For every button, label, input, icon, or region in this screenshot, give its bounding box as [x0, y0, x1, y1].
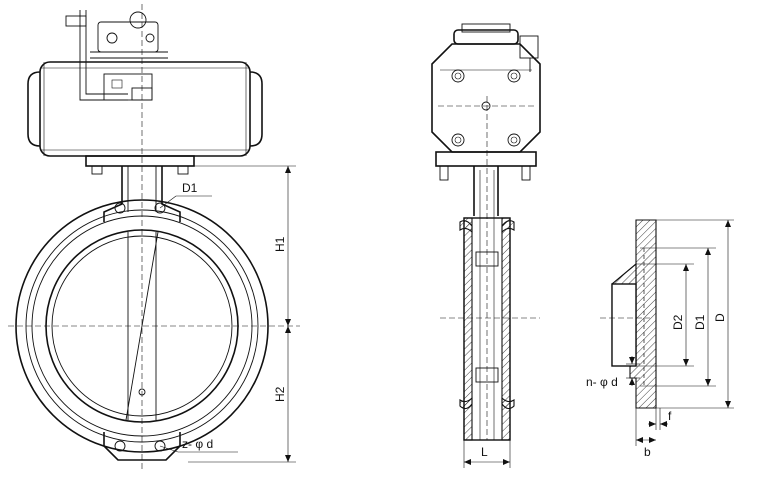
l-label: L: [481, 445, 488, 459]
h1-label: H1: [273, 236, 287, 252]
mounting-plate: [85, 155, 195, 167]
valve-neck: [103, 166, 181, 222]
front-view: D1 z- φ d H1 H2: [8, 4, 300, 472]
h-dimensions: H1 H2: [188, 165, 296, 463]
b-label: b: [644, 445, 651, 459]
actuator-side-housing: [431, 43, 541, 153]
d-label: D: [713, 313, 727, 322]
z-phi-d-label: z- φ d: [182, 437, 213, 451]
h2-label: H2: [273, 386, 287, 402]
n-phi-d-label: n- φ d: [586, 375, 618, 389]
limit-switch-assembly: [65, 10, 168, 101]
f-label: f: [668, 409, 672, 423]
l-dimension: L: [463, 440, 511, 468]
d1-front-label: D1: [182, 181, 198, 195]
d1-front-callout: D1: [159, 181, 212, 209]
side-view: L: [431, 23, 541, 468]
actuator-cap-side: [453, 23, 539, 72]
flange-bore: [611, 283, 637, 367]
actuator-body: [27, 61, 263, 157]
d2-label: D2: [671, 314, 685, 330]
flange-section: D2 D1 D n- φ d b f: [586, 219, 734, 459]
neck-side: [473, 166, 499, 216]
z-phi-d-callout: z- φ d: [159, 437, 238, 453]
mounting-plate-side: [435, 151, 537, 167]
d1-flange-label: D1: [693, 314, 707, 330]
